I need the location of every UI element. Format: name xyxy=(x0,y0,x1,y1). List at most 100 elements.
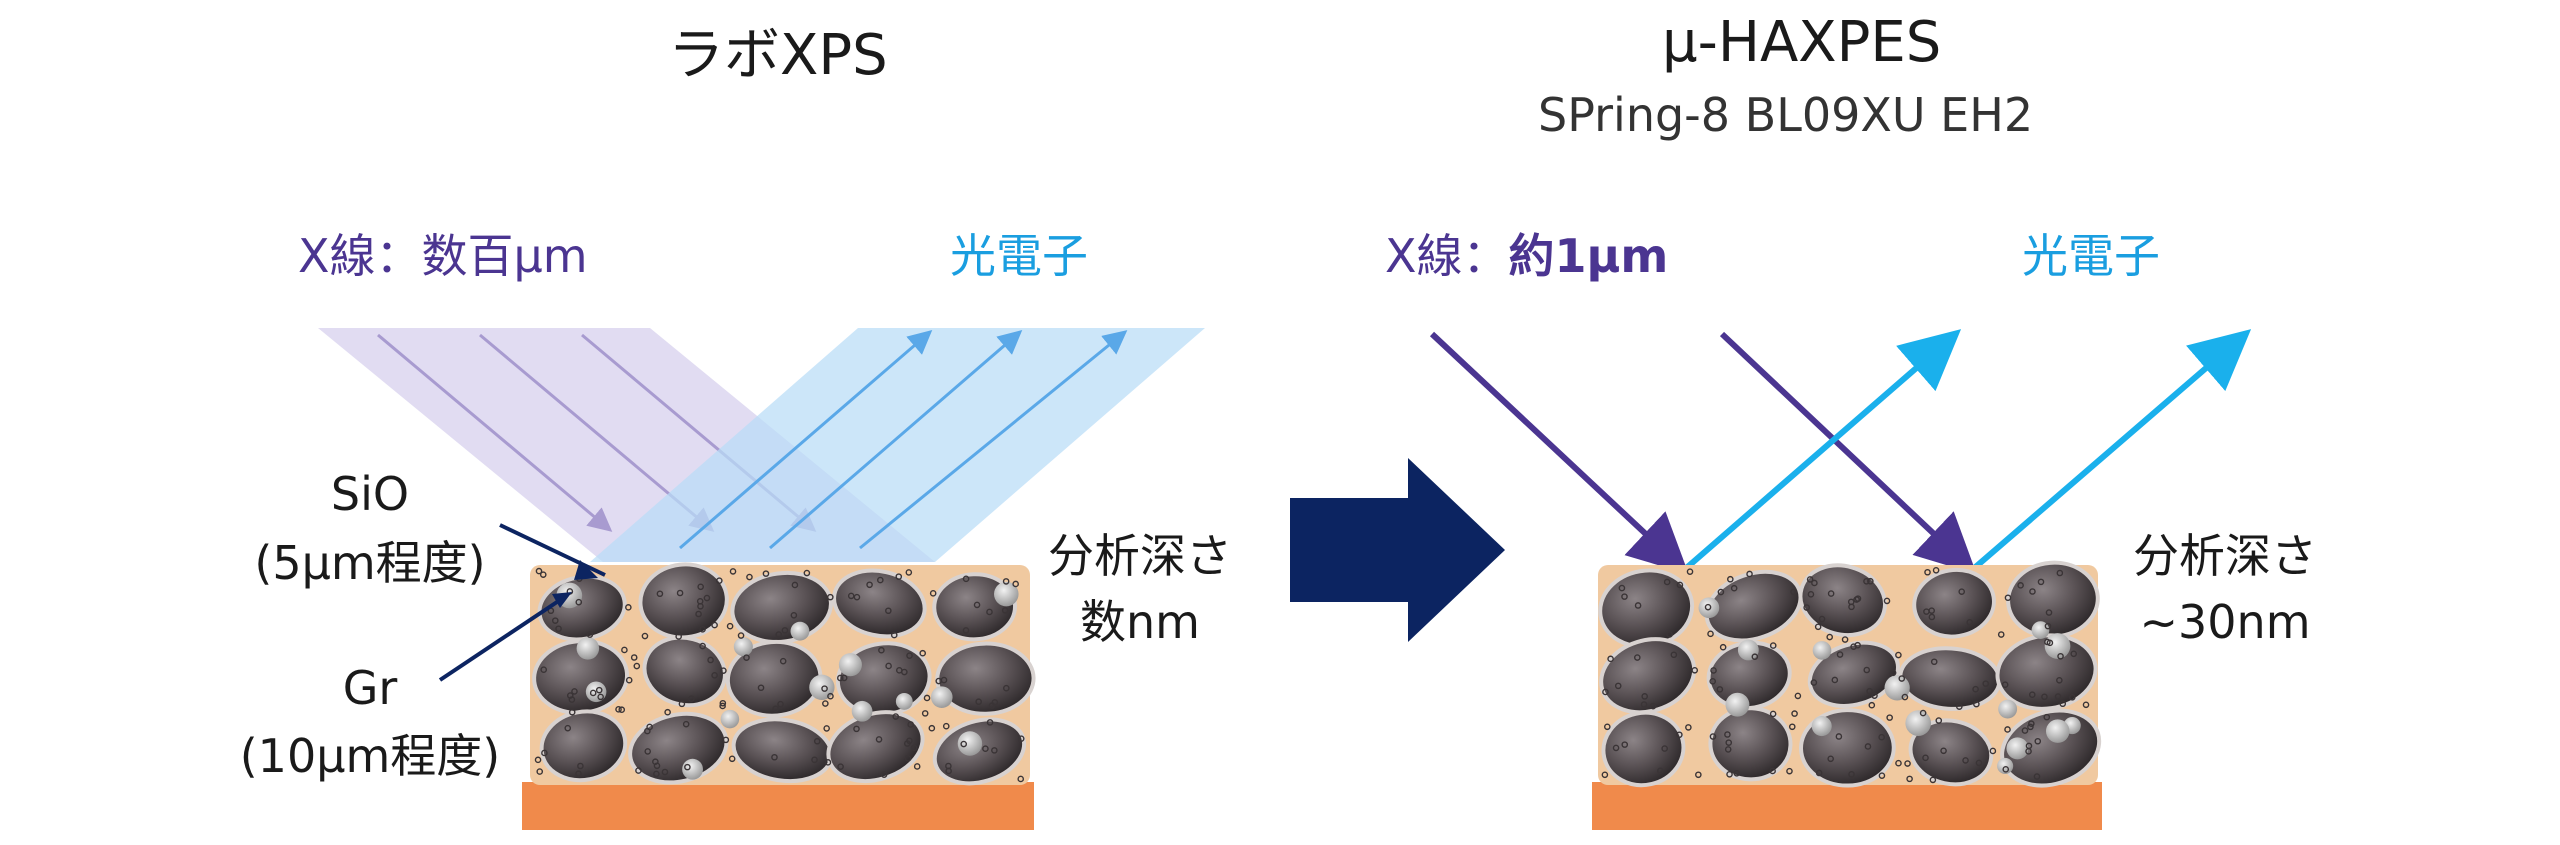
left-sample xyxy=(522,562,1036,830)
binder-dot xyxy=(711,672,718,679)
right-subtitle: SPring-8 BL09XU EH2 xyxy=(1538,88,2034,142)
binder-dot xyxy=(1930,658,1938,666)
binder-dot xyxy=(595,686,603,694)
binder-dot xyxy=(885,607,892,615)
binder-dot xyxy=(1889,669,1897,677)
binder-dot xyxy=(676,589,684,597)
binder-dot xyxy=(1003,684,1010,692)
sio-particle xyxy=(2045,719,2070,743)
binder-dot xyxy=(719,702,726,710)
binder-dot xyxy=(534,756,542,764)
binder-dot xyxy=(2082,701,2090,709)
binder-dot xyxy=(1886,714,1893,721)
right-xray-label: X線：約1μm xyxy=(1385,230,1668,283)
binder-dot xyxy=(813,737,821,745)
binder-dot xyxy=(1871,692,1878,699)
sio-particle xyxy=(1905,710,1932,736)
binder-dot xyxy=(2044,638,2051,646)
binder-dot xyxy=(877,576,884,584)
sio-size-label: (5μm程度) xyxy=(254,536,486,590)
binder-dot xyxy=(652,758,659,766)
binder-dot xyxy=(586,631,594,638)
binder-dot xyxy=(827,593,834,601)
binder-dot xyxy=(1818,615,1826,623)
binder-dot xyxy=(1831,676,1839,684)
binder-dot xyxy=(2070,650,2078,658)
binder-dot xyxy=(878,646,885,654)
binder-dot xyxy=(762,570,770,577)
binder-dot xyxy=(2028,691,2036,699)
binder-dot xyxy=(1686,568,1694,575)
binder-dot xyxy=(1863,577,1870,585)
binder-dot xyxy=(1719,643,1727,651)
right-sample xyxy=(1592,560,2102,830)
binder-dot xyxy=(555,625,562,633)
sio-particle xyxy=(851,700,873,722)
binder-dot xyxy=(664,708,671,716)
binder-dot xyxy=(1958,588,1966,595)
binder-dot xyxy=(1769,642,1777,649)
binder-dot xyxy=(1966,619,1974,626)
sio-leader-line xyxy=(499,523,606,577)
binder-dot xyxy=(1769,767,1776,775)
binder-dot xyxy=(1864,743,1872,750)
binder-dot xyxy=(885,662,892,670)
left-title: ラボXPS xyxy=(668,23,888,88)
binder-dot xyxy=(822,700,829,707)
binder-dot xyxy=(2028,720,2035,727)
binder-dot xyxy=(697,583,704,591)
sio-particle xyxy=(2044,633,2071,659)
binder-dot xyxy=(823,725,830,732)
binder-dot xyxy=(675,633,682,640)
binder-dot xyxy=(1641,693,1648,700)
binder-dot xyxy=(1827,755,1834,763)
binder-dot xyxy=(2044,622,2052,630)
binder-dot xyxy=(1922,754,1929,762)
binder-dot xyxy=(1612,744,1620,752)
binder-dot xyxy=(982,745,989,753)
binder-dot xyxy=(2037,578,2045,586)
graphite-particle xyxy=(1807,640,1900,708)
binder-dot xyxy=(575,598,583,606)
binder-dot xyxy=(1807,591,1815,598)
binder-dot xyxy=(960,740,968,748)
binder-dot xyxy=(656,590,664,598)
binder-dot xyxy=(644,727,651,735)
binder-dot xyxy=(1707,630,1714,638)
binder-dot xyxy=(962,575,970,583)
binder-dot xyxy=(1614,682,1622,690)
binder-dot xyxy=(743,654,750,661)
sio-particle xyxy=(1998,699,2018,719)
binder-dot xyxy=(682,720,690,728)
binder-dot xyxy=(837,763,844,770)
binder-dot xyxy=(1895,759,1902,767)
binder-dot xyxy=(1848,771,1855,778)
binder-dot xyxy=(919,649,927,657)
binder-dot xyxy=(1791,710,1798,717)
binder-dot xyxy=(1997,631,2005,638)
binder-dot xyxy=(716,577,723,584)
binder-dot xyxy=(1670,651,1678,659)
binder-dot xyxy=(2017,582,2024,589)
right-xray-label-prefix: X線： xyxy=(1385,229,1509,283)
binder-dot xyxy=(2045,609,2053,616)
binder-dot xyxy=(853,593,861,601)
binder-dot xyxy=(1826,633,1833,641)
binder-dot xyxy=(1790,588,1797,596)
binder-dot xyxy=(1962,757,1969,764)
sio-particle xyxy=(895,692,913,710)
binder-dot xyxy=(906,652,913,659)
binder-dot xyxy=(1901,693,1909,701)
binder-dot xyxy=(688,695,695,703)
binder-dot xyxy=(1746,570,1753,578)
binder-dot xyxy=(1982,680,1990,687)
sio-particle xyxy=(1884,675,1910,701)
sio-particle xyxy=(1811,716,1832,737)
binder-dot xyxy=(621,646,628,654)
binder-dot xyxy=(1676,581,1684,589)
binder-dot xyxy=(880,771,888,778)
binder-dot xyxy=(803,569,811,577)
sio-particle xyxy=(1737,639,1759,661)
binder-dot xyxy=(1621,593,1628,600)
binder-dot xyxy=(703,594,711,602)
